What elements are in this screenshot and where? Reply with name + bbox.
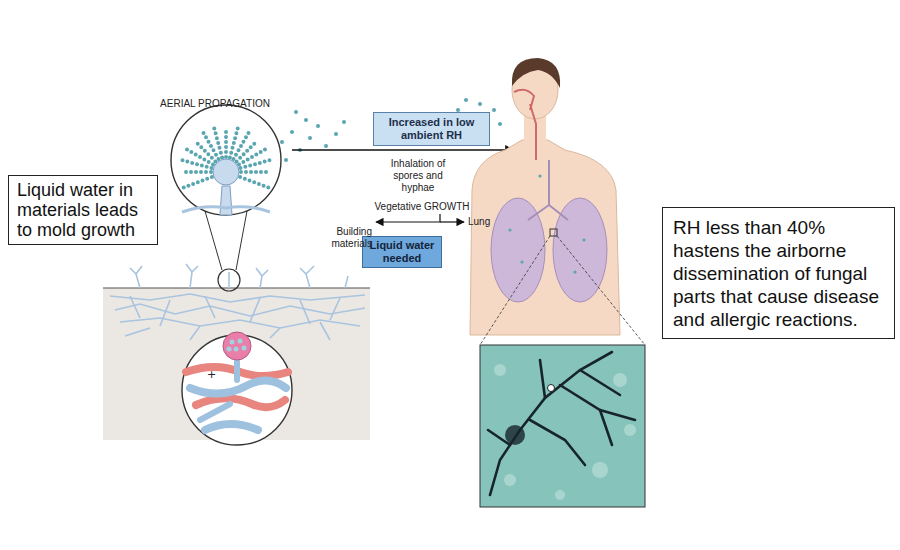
conidiophore-stalk: [220, 186, 232, 215]
hair: [512, 58, 560, 88]
hyphae-network: [110, 264, 365, 340]
magnifier-leader: [236, 211, 247, 270]
node-text: RH less than 40% hastens the airborne di…: [673, 216, 884, 331]
magnifier-circle: [171, 105, 281, 215]
spore-chains: [181, 127, 271, 187]
airway: [514, 90, 536, 160]
note-box: RH less than 40% hastens the airborne di…: [662, 207, 895, 339]
node-text: Liquid water needed: [366, 239, 438, 265]
condition-box: Liquid water needed: [362, 236, 442, 268]
process-label: Vegetative GROWTH: [372, 201, 472, 213]
lung-micrograph: [480, 345, 645, 507]
zoom-square: [550, 229, 557, 236]
fungal-hyphae: [488, 352, 635, 495]
node-text: Liquid water in materials leads to mold …: [17, 180, 149, 240]
condition-box: Increased in low ambient RH: [373, 112, 490, 146]
ascospores: [227, 339, 247, 352]
airborne-spores: [280, 98, 502, 162]
micrograph-marker: [548, 385, 555, 392]
vesicle: [213, 159, 239, 185]
magnifier-spot: [218, 269, 240, 291]
growth-arrow: [376, 214, 440, 222]
note-box: Liquid water in materials leads to mold …: [8, 175, 158, 245]
plus-sign: +: [207, 368, 216, 381]
target-label: Lung: [468, 216, 508, 228]
zoom-leader: [557, 236, 645, 345]
node-text: Increased in low ambient RH: [378, 116, 485, 142]
dissemination-arrow: [292, 149, 514, 150]
bronchi: [528, 160, 568, 220]
process-label: Inhalation of spores and hyphae: [388, 158, 448, 194]
target-label: Building materials: [318, 226, 372, 250]
growth-arrow: [440, 221, 464, 222]
magnifier-leader: [205, 211, 222, 270]
part-label: AERIAL PROPAGATION: [160, 98, 270, 110]
hypha: [182, 207, 270, 212]
conidiophore-small: [228, 272, 230, 288]
tissue-texture: [494, 364, 636, 500]
zoom-leader: [480, 236, 550, 345]
mycelium-detail: [186, 358, 288, 430]
torso: [470, 140, 620, 335]
inhaled-spores: [508, 174, 585, 273]
fungal-mass: [505, 425, 525, 445]
ascus: [223, 332, 251, 360]
